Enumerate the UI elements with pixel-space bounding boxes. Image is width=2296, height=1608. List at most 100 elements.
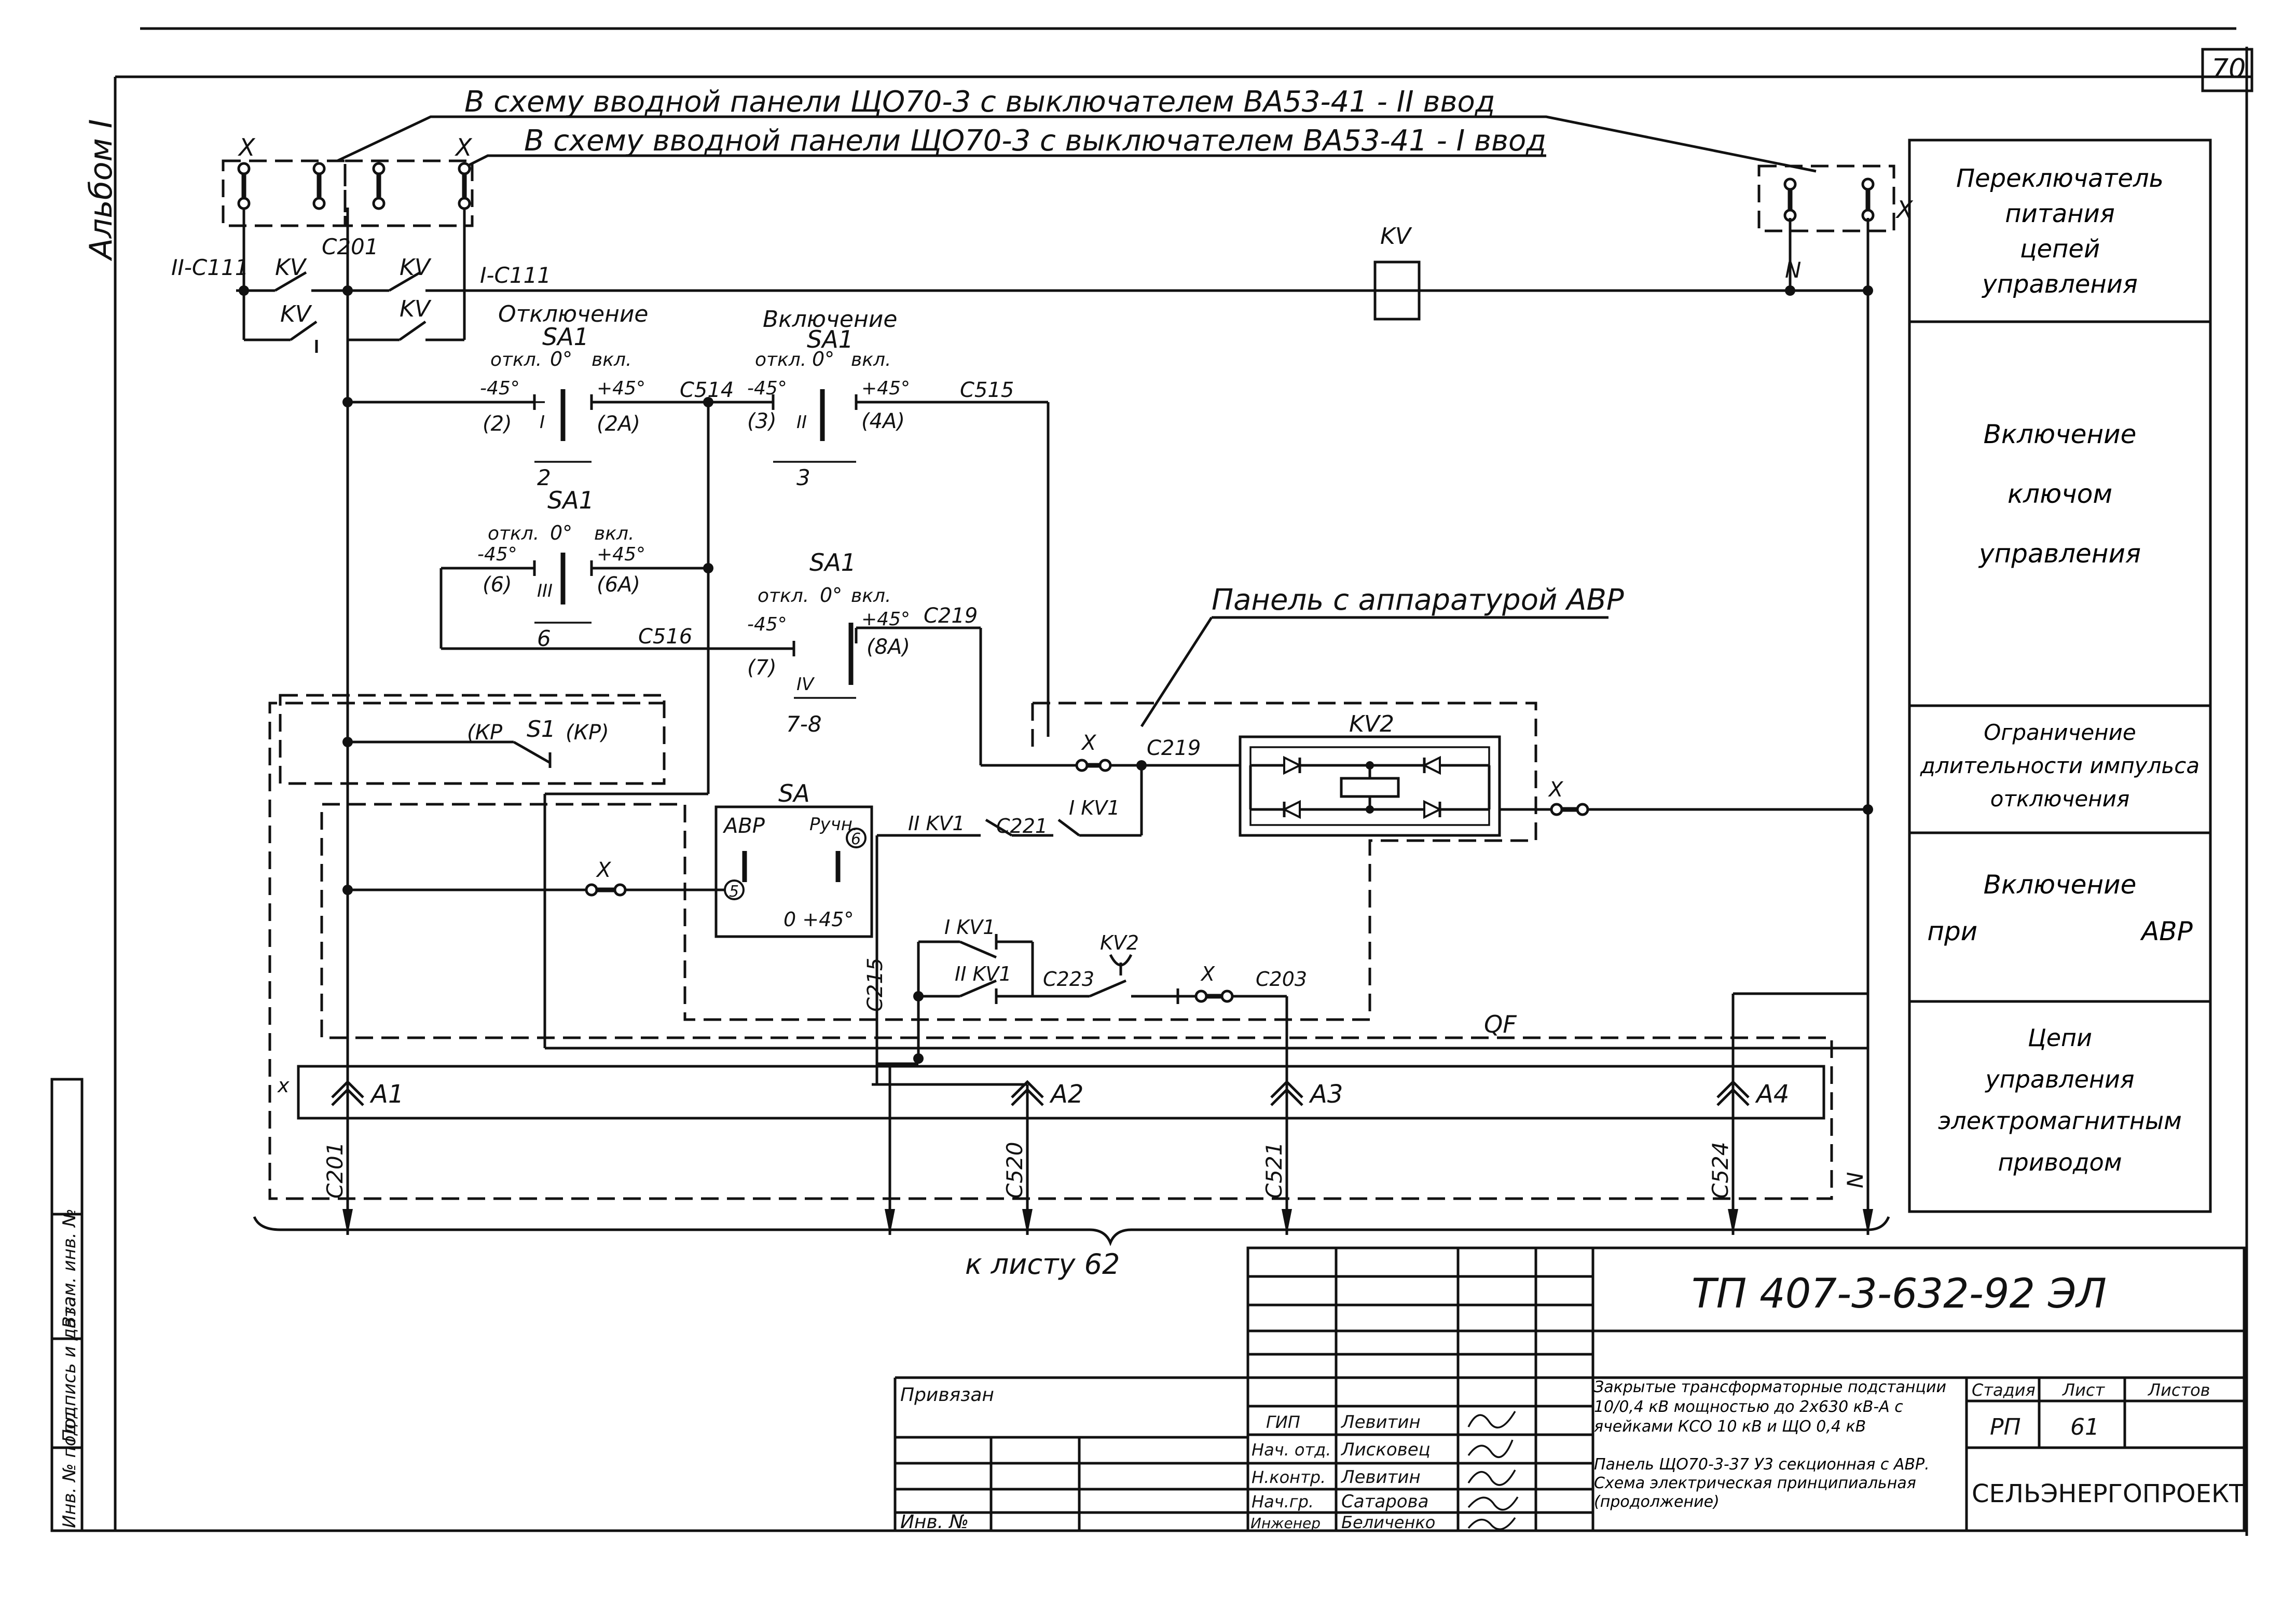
sa1-label-4: SA1 <box>809 548 856 576</box>
qf-label: QF <box>1484 1010 1517 1038</box>
contact-left-3: (3) <box>747 409 777 433</box>
sa-switch-box <box>714 805 873 938</box>
name-2: Лисковец <box>1340 1439 1431 1460</box>
contact-right-6a: (6A) <box>597 573 640 597</box>
sa1-off-title: Отключение <box>498 301 649 327</box>
a2-label: A2 <box>1049 1080 1083 1109</box>
vkl-3: вкл. <box>594 523 634 544</box>
stamp-podpis-data: Подпись и дата <box>59 1296 80 1442</box>
name-1: Левитин <box>1340 1412 1421 1433</box>
right-col-3: Ограничение длительности импульса отключ… <box>1920 720 2199 812</box>
section-i: I <box>540 412 545 433</box>
x-left1-label: X <box>238 133 256 161</box>
avr-panel-dashed <box>268 694 1833 1200</box>
feed-label-ii: В схему вводной панели ЩО70-3 с выключат… <box>464 85 1495 119</box>
n-bottom-label: N <box>1843 1172 1868 1188</box>
a3-label: A3 <box>1309 1080 1343 1109</box>
kv2-coil-label: KV2 <box>1349 711 1394 737</box>
name-4: Сатарова <box>1341 1491 1428 1512</box>
ii-kv1-label-b: II KV1 <box>955 963 1012 985</box>
x-c203-label: X <box>1200 963 1215 985</box>
terminal-block-x-left <box>222 159 474 227</box>
stamp-vzam-inv: Взам. инв. № <box>59 1208 80 1328</box>
title-block-frame <box>893 1246 2246 1532</box>
otkl-1: откл. <box>490 349 542 370</box>
position-6: 6 <box>537 626 551 651</box>
kv2-contact-label: KV2 <box>1100 931 1139 954</box>
stamp-inv-podl: Инв. № подл. <box>59 1406 80 1528</box>
contact-right-2a: (2A) <box>597 412 640 436</box>
contact-left-6: (6) <box>483 573 512 597</box>
to-sheet-label: к листу 62 <box>965 1248 1120 1281</box>
company: СЕЛЬЭНЕРГОПРОЕКТ <box>1972 1479 2245 1508</box>
minus45-4: -45° <box>747 614 787 635</box>
doc-code: ТП 407-3-632-92 ЭЛ <box>1692 1271 2107 1317</box>
zero-3: 0° <box>550 521 572 544</box>
kv2-block <box>1239 735 1873 837</box>
i-c111-label: I-С111 <box>480 263 551 288</box>
sa-label: SA <box>778 779 810 807</box>
kv-contact-4: KV <box>400 296 432 322</box>
kv-contact-1: KV <box>275 254 307 281</box>
right-column-frame <box>1908 139 2212 1213</box>
sheet-header: Лист <box>2062 1380 2105 1400</box>
left-stamp <box>50 1078 84 1532</box>
right-col-5: Цепи управления электромагнитным приводо… <box>1938 1024 2182 1176</box>
c201-out-label: С201 <box>322 1142 348 1199</box>
avr-label: АВР <box>722 814 765 838</box>
role-4: Нач.гр. <box>1252 1492 1314 1511</box>
sheets-header: Листов <box>2148 1380 2210 1400</box>
plus45-4: +45° <box>861 609 910 630</box>
feed-label-i: В схему вводной панели ЩО70-3 с выключат… <box>524 124 1546 158</box>
minus45-3: -45° <box>477 544 517 565</box>
sheet-value: 61 <box>2070 1414 2099 1440</box>
sa1-label-3: SA1 <box>547 486 594 514</box>
c223-label: С223 <box>1043 968 1094 991</box>
c221-label: С221 <box>996 815 1048 837</box>
contact-left-7: (7) <box>747 656 777 680</box>
stage-header: Стадия <box>1972 1380 2036 1400</box>
kv-coil-label: KV <box>1380 223 1412 250</box>
c515-label: С515 <box>960 378 1014 402</box>
x-c219-label: X <box>1081 731 1097 755</box>
contact-right-4a: (4A) <box>861 409 905 433</box>
i-kv1-label-a: I KV1 <box>1069 796 1120 819</box>
zero-1: 0° <box>550 348 572 370</box>
stage-value: РП <box>1990 1414 2021 1440</box>
ii-c111-label: II-С111 <box>171 255 249 280</box>
role-2: Нач. отд. <box>1252 1440 1331 1460</box>
c219-label-a: С219 <box>924 604 978 628</box>
zero-4: 0° <box>820 584 842 607</box>
role-1: ГИП <box>1266 1412 1300 1432</box>
position-3: 3 <box>796 465 810 490</box>
section-iii: III <box>537 581 553 601</box>
kv-coil <box>1373 260 1421 321</box>
sheet-title: Панель ЩО70-3-37 У3 секционная с АВР. Сх… <box>1594 1455 1930 1511</box>
c219-label-b: С219 <box>1147 736 1201 760</box>
name-3: Левитин <box>1340 1467 1421 1488</box>
vkl-4: вкл. <box>851 585 891 607</box>
kp-right-label: (КР) <box>566 721 609 745</box>
plus45-3: +45° <box>597 544 645 565</box>
sa1-label-1: SA1 <box>542 323 589 351</box>
minus45-1: -45° <box>480 378 520 399</box>
position-2: 2 <box>537 465 551 490</box>
sa1-on-title: Включение <box>763 306 897 333</box>
c524-label: С524 <box>1708 1142 1733 1199</box>
x-right-label: X <box>1895 196 1914 224</box>
sa-bottom-label: 0 +45° <box>783 908 854 931</box>
ruchn-label: Ручн. <box>809 814 858 835</box>
x-mid-label: X <box>596 858 612 882</box>
section-ii: II <box>796 412 807 433</box>
minus45-2: -45° <box>747 378 787 399</box>
page-number: 70 <box>2211 53 2246 85</box>
kp-left-label: (КР <box>467 721 503 745</box>
n-top-label: N <box>1785 257 1801 283</box>
kv-contact-2: KV <box>400 254 432 281</box>
sheet-frame <box>52 27 2253 1536</box>
s1-circuit <box>342 737 1868 1064</box>
privyazan-label: Привязан <box>900 1384 994 1406</box>
plus45-1: +45° <box>597 378 645 399</box>
right-col-4: Включение при АВР <box>1927 870 2192 946</box>
